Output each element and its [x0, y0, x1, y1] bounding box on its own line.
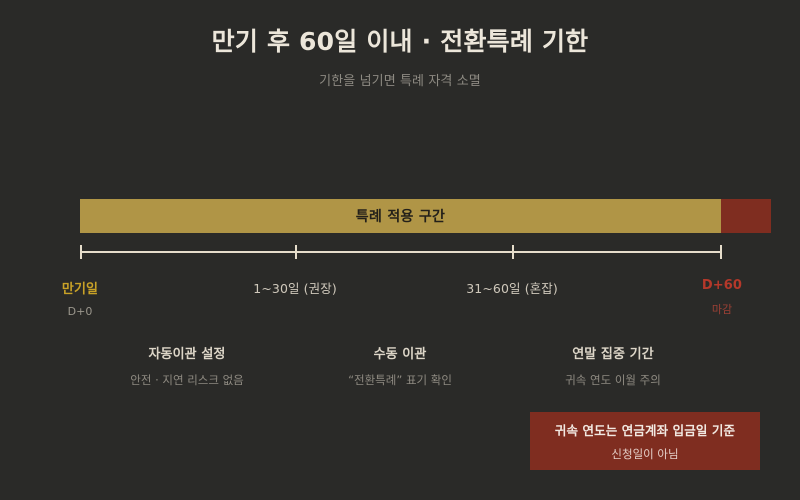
axis-label-sub: 마감 — [711, 303, 733, 316]
note-title: 자동이관 설정 — [148, 347, 226, 362]
warning-callout-subtitle: 신청일이 아님 — [611, 447, 679, 461]
timeline-axis — [80, 245, 722, 259]
warning-callout: 귀속 연도는 연금계좌 입금일 기준 신청일이 아님 — [530, 412, 760, 470]
axis-tick-day-1-30 — [295, 245, 298, 259]
axis-tick-maturity — [80, 245, 82, 259]
header: 만기 후 60일 이내 · 전환특례 기한 기한을 넘기면 특례 자격 소멸 — [0, 26, 800, 89]
note-description: “전환특례” 표기 확인 — [348, 373, 452, 387]
axis-label-main: 1~30일 (권장) — [253, 281, 337, 296]
axis-label-main: 만기일 — [61, 282, 99, 297]
axis-label-maturity: 만기일 D+0 — [0, 278, 160, 318]
timeline-bar-label: 특례 적용 구간 — [355, 209, 446, 225]
note-description: 안전 · 지연 리스크 없음 — [130, 373, 244, 387]
note-manual-transfer: 수동 이관 “전환특례” 표기 확인 — [290, 343, 510, 388]
timeline-bar-deadline-segment — [721, 199, 771, 233]
page-title: 만기 후 60일 이내 · 전환특례 기한 — [211, 27, 589, 56]
page-subtitle: 기한을 넘기면 특례 자격 소멸 — [319, 74, 481, 90]
axis-tick-day-31-60 — [512, 245, 515, 259]
axis-label-sub: D+0 — [67, 305, 93, 318]
axis-label-day-31-60: 31~60일 (혼잡) — [432, 278, 592, 297]
warning-callout-title: 귀속 연도는 연금계좌 입금일 기준 — [554, 423, 736, 438]
axis-tick-deadline — [720, 245, 722, 259]
axis-label-day-1-30: 1~30일 (권장) — [215, 278, 375, 297]
note-title: 수동 이관 — [373, 347, 427, 362]
note-title: 연말 집중 기간 — [572, 347, 654, 362]
axis-label-deadline: D+60 마감 — [642, 278, 800, 317]
timeline-bar: 특례 적용 구간 — [80, 199, 771, 233]
axis-label-main: 31~60일 (혼잡) — [466, 281, 558, 296]
timeline-bar-active-segment: 특례 적용 구간 — [80, 199, 721, 233]
axis-label-main: D+60 — [701, 278, 743, 293]
note-description: 귀속 연도 이월 주의 — [565, 373, 661, 387]
